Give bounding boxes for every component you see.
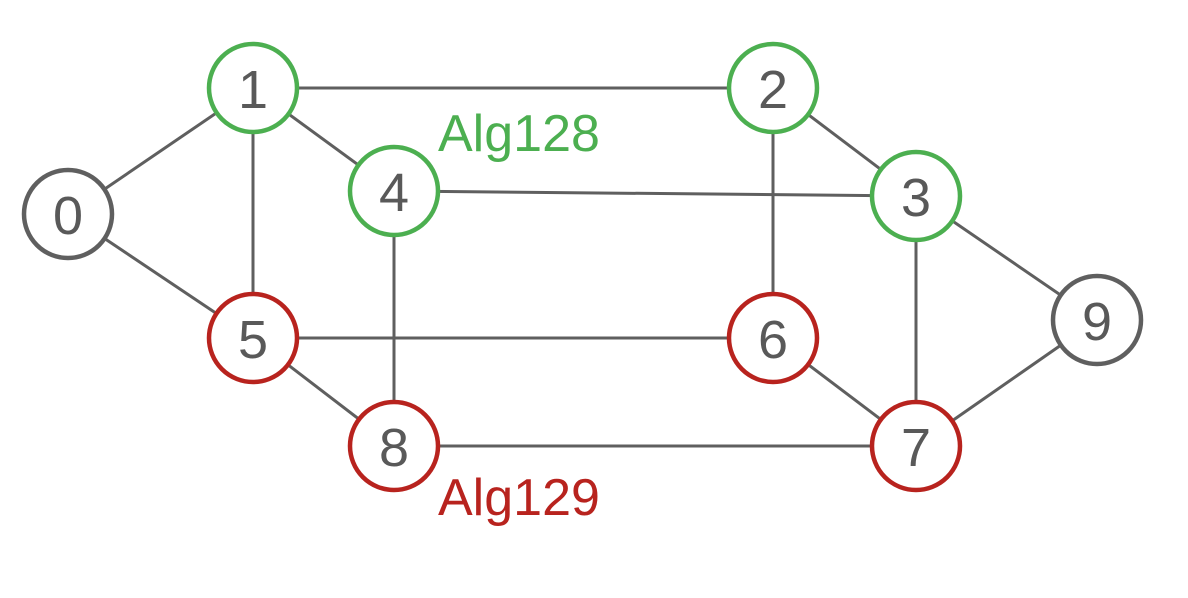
node-0: 0: [21, 167, 115, 261]
node-6-circle: [726, 291, 820, 385]
node-4-label: 4: [379, 163, 409, 223]
node-0-label: 0: [53, 186, 83, 246]
node-8: 8: [347, 399, 441, 493]
node-6: 6: [726, 291, 820, 385]
alg129-label: Alg129: [438, 469, 600, 527]
node-1-circle: [206, 41, 300, 135]
node-1-label: 1: [238, 60, 268, 120]
node-9: 9: [1050, 273, 1144, 367]
node-5-circle: [206, 291, 300, 385]
node-3-label: 3: [901, 168, 931, 228]
node-7: 7: [869, 399, 963, 493]
node-5-label: 5: [238, 310, 268, 370]
node-4-circle: [347, 144, 441, 238]
nodes-layer: 0 1 2 3 4 5 6 7 8 9: [21, 41, 1144, 493]
node-0-circle: [21, 167, 115, 261]
node-9-circle: [1050, 273, 1144, 367]
node-8-label: 8: [379, 418, 409, 478]
node-3-circle: [869, 149, 963, 243]
node-5: 5: [206, 291, 300, 385]
node-4: 4: [347, 144, 441, 238]
node-9-label: 9: [1082, 292, 1112, 352]
node-3: 3: [869, 149, 963, 243]
edge-3-4: [393, 189, 917, 198]
node-7-label: 7: [901, 418, 931, 478]
node-2-label: 2: [758, 60, 788, 120]
node-8-circle: [347, 399, 441, 493]
node-2: 2: [726, 41, 820, 135]
node-2-circle: [726, 41, 820, 135]
alg128-label: Alg128: [438, 105, 600, 163]
node-1: 1: [206, 41, 300, 135]
node-7-circle: [869, 399, 963, 493]
node-6-label: 6: [758, 310, 788, 370]
